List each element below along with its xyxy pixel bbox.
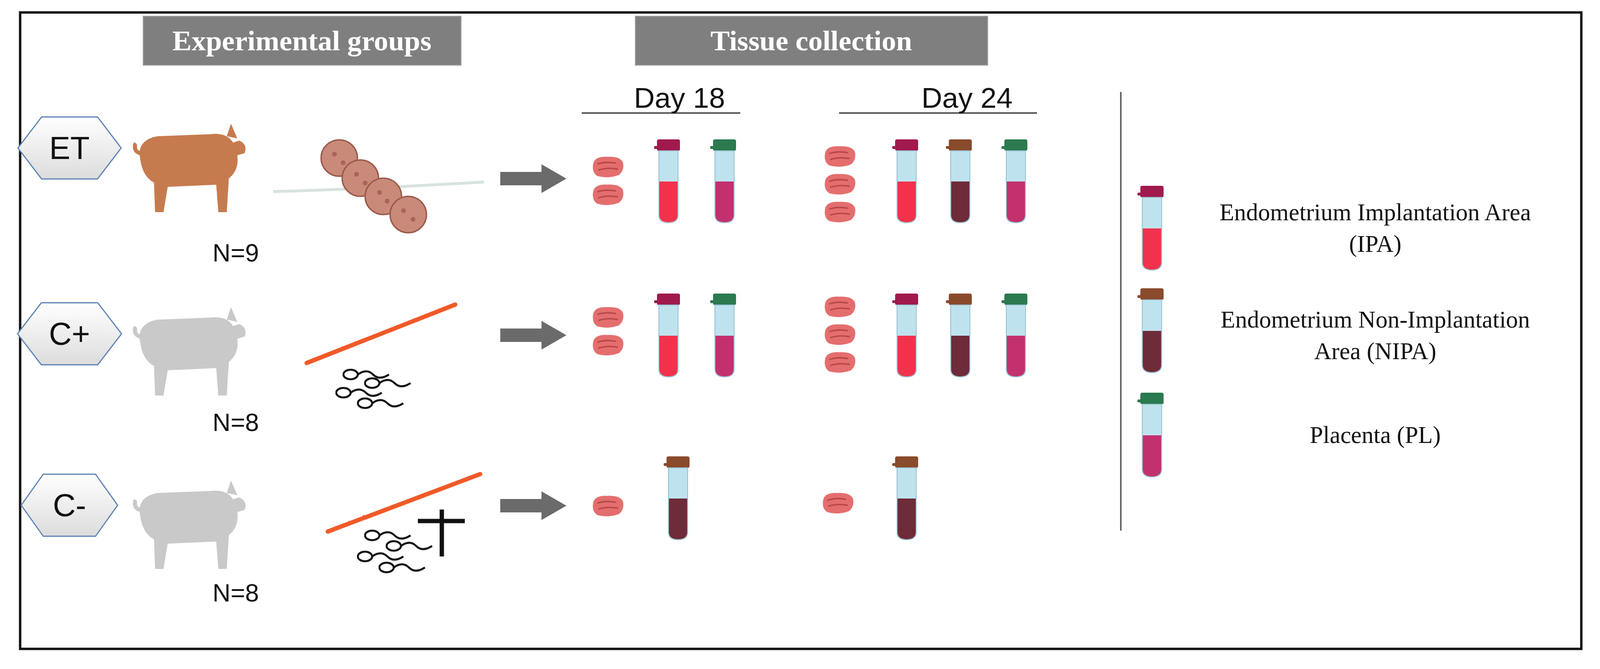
- pig: [132, 123, 246, 213]
- pig: [132, 307, 246, 396]
- day24-samples: [822, 139, 1028, 541]
- legend-tube: [1137, 185, 1164, 271]
- group-hexagon: C+: [15, 300, 124, 368]
- header-text: Tissue collection: [710, 24, 913, 58]
- sample-size: N=8: [212, 408, 260, 438]
- crossed-insemination: [327, 474, 481, 573]
- legend-tube: [1137, 288, 1164, 373]
- day18-samples: [592, 139, 737, 541]
- insemination-catheter: [306, 304, 456, 409]
- legend-text: Endometrium Implantation Area (IPA): [1202, 196, 1548, 260]
- process-arrow: [500, 321, 567, 350]
- group-label: ET: [49, 129, 90, 167]
- embryo-transfer: [273, 139, 484, 233]
- separator: [1120, 92, 1122, 531]
- day-label: Day 24: [921, 81, 1013, 115]
- sample-size: N=9: [212, 238, 260, 268]
- header-text: Experimental groups: [172, 24, 432, 58]
- sample-size: N=8: [212, 578, 260, 608]
- group-label: C-: [52, 487, 87, 524]
- legend-text: Placenta (PL): [1202, 419, 1548, 451]
- legend-tube: [1137, 392, 1164, 478]
- frame: [20, 12, 1582, 650]
- section-header: Tissue collection: [634, 15, 989, 66]
- legend-text: Endometrium Non-Implantation Area (NIPA): [1202, 303, 1548, 368]
- day-label: Day 18: [633, 81, 726, 115]
- process-arrow: [500, 164, 567, 194]
- pig: [132, 480, 246, 570]
- group-hexagon: ET: [15, 115, 124, 182]
- group-label: C+: [48, 315, 91, 353]
- group-hexagon: C-: [19, 472, 120, 539]
- process-arrow: [500, 491, 567, 521]
- section-header: Experimental groups: [142, 15, 462, 66]
